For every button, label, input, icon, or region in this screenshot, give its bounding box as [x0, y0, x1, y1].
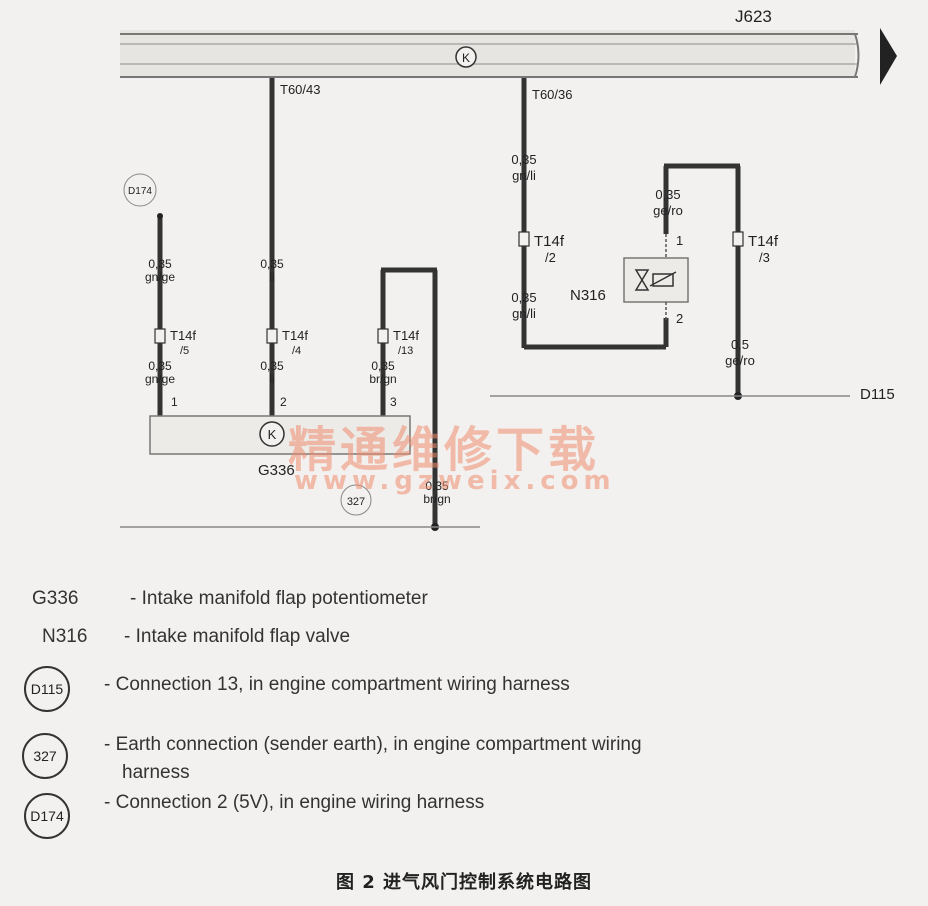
e327-ground-symbol [340, 484, 372, 516]
g336-pin-1: 1 [171, 395, 178, 409]
wire-size-gnli-upper: 0,35 [511, 152, 536, 167]
wire-color-li-lower: li [269, 372, 274, 386]
wire-size-gero-lower: 0,5 [731, 337, 749, 352]
wire-color-li-upper: li [269, 270, 274, 284]
legend-text-327: - Earth connection (sender earth), in en… [104, 734, 642, 755]
connector-t14f-2 [518, 231, 530, 247]
ground-label-d115: D115 [860, 386, 895, 403]
wire-color-brgn-upper: br/gn [369, 372, 396, 386]
n316-label: N316 [570, 287, 606, 304]
g336-sensor: K [149, 415, 411, 455]
legend-text-d174: - Connection 2 (5V), in engine wiring ha… [104, 792, 485, 813]
wire-color-gnge-upper: gn/ge [145, 270, 175, 284]
control-unit-label: J623 [735, 7, 772, 26]
connector-label-t2: T14f [534, 233, 565, 250]
connector-pin-t13: /13 [398, 345, 413, 357]
wire-color-gnli-upper: gn/li [512, 168, 536, 183]
connector-t14f-3 [732, 231, 744, 247]
connector-label-t4: T14f [282, 328, 308, 343]
n316-pin-2: 2 [676, 311, 683, 326]
connector-t14f-4 [266, 328, 278, 344]
wire-color-gnli-lower: gn/li [512, 306, 536, 321]
wire-size-gnli-lower: 0,35 [511, 290, 536, 305]
bus-arrow-icon [880, 28, 897, 85]
wire-size-gnge-upper: 0,35 [148, 257, 172, 271]
connector-t14f-5 [154, 328, 166, 344]
bus-k-symbol [455, 46, 477, 68]
wire-size-li-upper: 0,35 [260, 257, 284, 271]
connector-pin-t3: /3 [759, 250, 770, 265]
watermark-cn: 精通维修下载 [288, 422, 601, 478]
svg-text:K: K [268, 427, 277, 442]
legend-text-n316: - Intake manifold flap valve [124, 626, 351, 647]
wire-size-brgn-upper: 0,35 [371, 359, 395, 373]
connector-pin-t5: /5 [180, 345, 189, 357]
legend-text-d115: - Connection 13, in engine compartment w… [104, 674, 570, 695]
legend-code-n316: N316 [42, 626, 88, 647]
svg-text:K: K [462, 51, 470, 65]
n316-pin-1: 1 [676, 233, 683, 248]
n316-valve [623, 234, 689, 320]
wire-color-gero-lower: ge/ro [725, 353, 755, 368]
wire-size-gnge-lower: 0,35 [148, 359, 172, 373]
watermark-url: www.gzweix.com [294, 466, 616, 496]
legend-symbol-d174: D174 [24, 793, 70, 839]
legend-text-g336: - Intake manifold flap potentiometer [130, 588, 428, 609]
legend-text-327-cont: harness [122, 762, 190, 783]
pin-t60-43: T60/43 [280, 82, 320, 97]
wire-size-li-lower: 0,35 [260, 359, 284, 373]
circuit-diagram: K J623 T60/43 T60/36 D115 D174 327 [120, 7, 897, 531]
connector-pin-t4: /4 [292, 345, 301, 357]
e327-label: 327 [347, 496, 365, 508]
pin-t60-36: T60/36 [532, 87, 572, 102]
wire-color-brgn-lower: br/gn [423, 492, 450, 506]
connector-label-t13: T14f [393, 328, 419, 343]
legend-symbol-327: 327 [22, 733, 68, 779]
wire-gn-li [521, 78, 669, 350]
wire-size-brgn-lower: 0,35 [425, 479, 449, 493]
connector-label-t5: T14f [170, 328, 196, 343]
connector-pin-t2: /2 [545, 250, 556, 265]
d174-ground-symbol [123, 173, 157, 207]
wire-gn-ge [157, 213, 163, 420]
g336-pin-2: 2 [280, 395, 287, 409]
g336-pin-3: 3 [390, 395, 397, 409]
wire-size-gero-upper: 0,35 [655, 187, 680, 202]
wire-color-gnge-lower: gn/ge [145, 372, 175, 386]
wire-br-gn [380, 267, 439, 531]
d174-label: D174 [128, 186, 152, 197]
control-unit-bus: K [120, 28, 897, 85]
connector-t14f-13 [377, 328, 389, 344]
figure-caption: 图 2 进气风门控制系统电路图 [335, 872, 593, 893]
g336-label: G336 [258, 462, 295, 479]
legend-code-g336: G336 [32, 588, 79, 609]
connector-label-t3: T14f [748, 233, 779, 250]
wire-color-gero-upper: ge/ro [653, 203, 683, 218]
legend-symbol-d115: D115 [24, 666, 70, 712]
